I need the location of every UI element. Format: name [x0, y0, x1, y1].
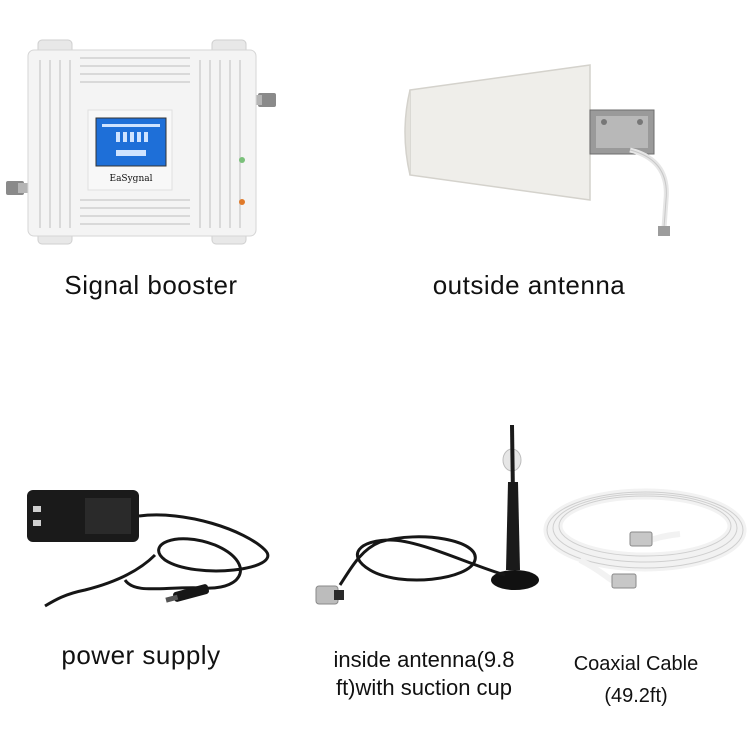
coaxial-cable-image: [543, 488, 747, 589]
booster-brand-text: EaSygnal: [110, 174, 153, 184]
power-supply-image: [27, 490, 270, 608]
outside-antenna-caption: outside antenna: [432, 270, 626, 300]
signal-booster-caption: Signal booster: [64, 270, 238, 300]
inside-antenna-image: [315, 424, 539, 605]
inside-antenna-caption: inside antenna(9.8 ft)with suction cup: [333, 647, 515, 700]
power-supply-caption: power supply: [61, 640, 221, 670]
outside-antenna-image: [404, 64, 670, 236]
signal-booster-image: EaSygnal: [6, 39, 276, 245]
coaxial-cable-caption: Coaxial Cable (49.2ft): [573, 653, 699, 707]
